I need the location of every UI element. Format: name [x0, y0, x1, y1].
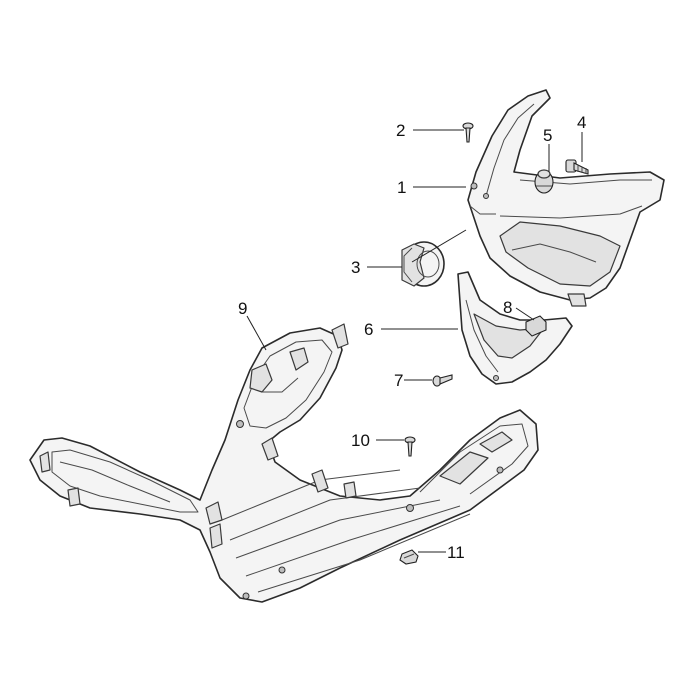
part-3-lock-cup [401, 241, 445, 287]
part-11-speed-nut [399, 549, 419, 565]
part-2-screw [462, 122, 474, 143]
part-5-grommet [534, 169, 554, 194]
callout-2: 2 [396, 121, 405, 140]
callout-11: 11 [447, 543, 465, 562]
part-1-leg-shield-cover [467, 89, 665, 307]
callout-6: 6 [364, 320, 373, 339]
callout-9: 9 [238, 299, 247, 318]
callout-1: 1 [397, 178, 406, 197]
callout-10: 10 [351, 431, 370, 450]
part-10-screw [404, 436, 416, 457]
callout-3: 3 [351, 258, 360, 277]
part-9-footboard [29, 323, 539, 603]
callout-labels: 2 1 5 4 3 6 8 7 9 10 11 [238, 113, 586, 562]
callout-8: 8 [503, 298, 512, 317]
leader-lines [246, 129, 583, 553]
callout-5: 5 [543, 126, 552, 145]
part-4-bolt [565, 159, 589, 175]
callout-4: 4 [577, 113, 586, 132]
callout-7: 7 [394, 371, 403, 390]
part-8-clip [525, 315, 547, 337]
part-6-lower-panel [457, 271, 573, 385]
part-7-screw [432, 374, 453, 387]
